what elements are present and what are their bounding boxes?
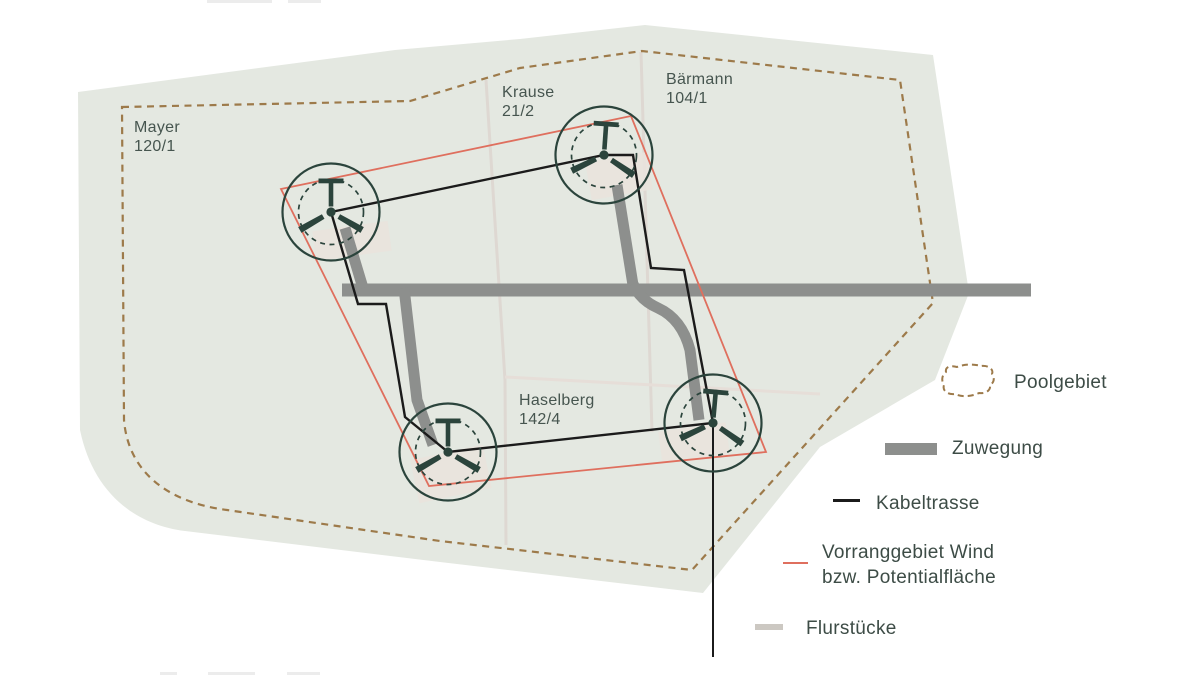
cropped-text-fragment — [287, 672, 320, 675]
parcel-name: Bärmann — [666, 71, 734, 88]
legend-label-vorranggebiet-line1: Vorranggebiet Wind — [822, 542, 995, 563]
legend-label-kabeltrasse: Kabeltrasse — [876, 493, 980, 514]
parcel-name: Haselberg — [519, 392, 595, 409]
zuwegung-spur — [627, 281, 705, 421]
legend-label-poolgebiet: Poolgebiet — [1014, 372, 1107, 393]
parcel-number: 21/2 — [502, 103, 535, 120]
legend-label-flurstuecke: Flurstücke — [806, 618, 897, 639]
cropped-text-fragment — [208, 672, 255, 675]
parcel-number: 142/4 — [519, 411, 561, 428]
legend-label-zuwegung: Zuwegung — [952, 438, 1044, 459]
legend-label-vorranggebiet: Vorranggebiet Wind bzw. Potentialfläche — [822, 541, 996, 590]
legend-label-vorranggebiet-line2: bzw. Potentialfläche — [822, 566, 996, 588]
cropped-text-fragment — [160, 672, 177, 675]
flurstueck-line — [484, 79, 508, 546]
parcel-label-krause: Krause 21/2 — [502, 83, 555, 121]
poolgebiet-swatch-icon — [941, 363, 995, 398]
kabeltrasse-swatch-icon — [833, 499, 860, 502]
site-area-polygon — [78, 25, 969, 593]
zuwegung-spur — [339, 226, 369, 290]
cropped-text-fragment — [288, 0, 321, 3]
vorranggebiet-outline — [279, 114, 768, 487]
poolgebiet-boundary — [120, 49, 935, 572]
zuwegung-spur — [398, 287, 439, 447]
flurstuecke-swatch-icon — [755, 624, 783, 630]
parcel-label-haselberg: Haselberg 142/4 — [519, 391, 595, 429]
parcel-number: 104/1 — [666, 90, 708, 107]
zuwegung-swatch-icon — [885, 443, 937, 455]
vorranggebiet-swatch-icon — [783, 562, 808, 564]
parcel-label-baermann: Bärmann 104/1 — [666, 70, 733, 108]
cropped-text-fragment — [207, 0, 272, 3]
parcel-name: Krause — [502, 84, 555, 101]
flurstueck-line — [504, 375, 821, 396]
parcel-name: Mayer — [134, 119, 180, 136]
parcel-label-mayer: Mayer 120/1 — [134, 118, 180, 156]
parcel-number: 120/1 — [134, 138, 176, 155]
